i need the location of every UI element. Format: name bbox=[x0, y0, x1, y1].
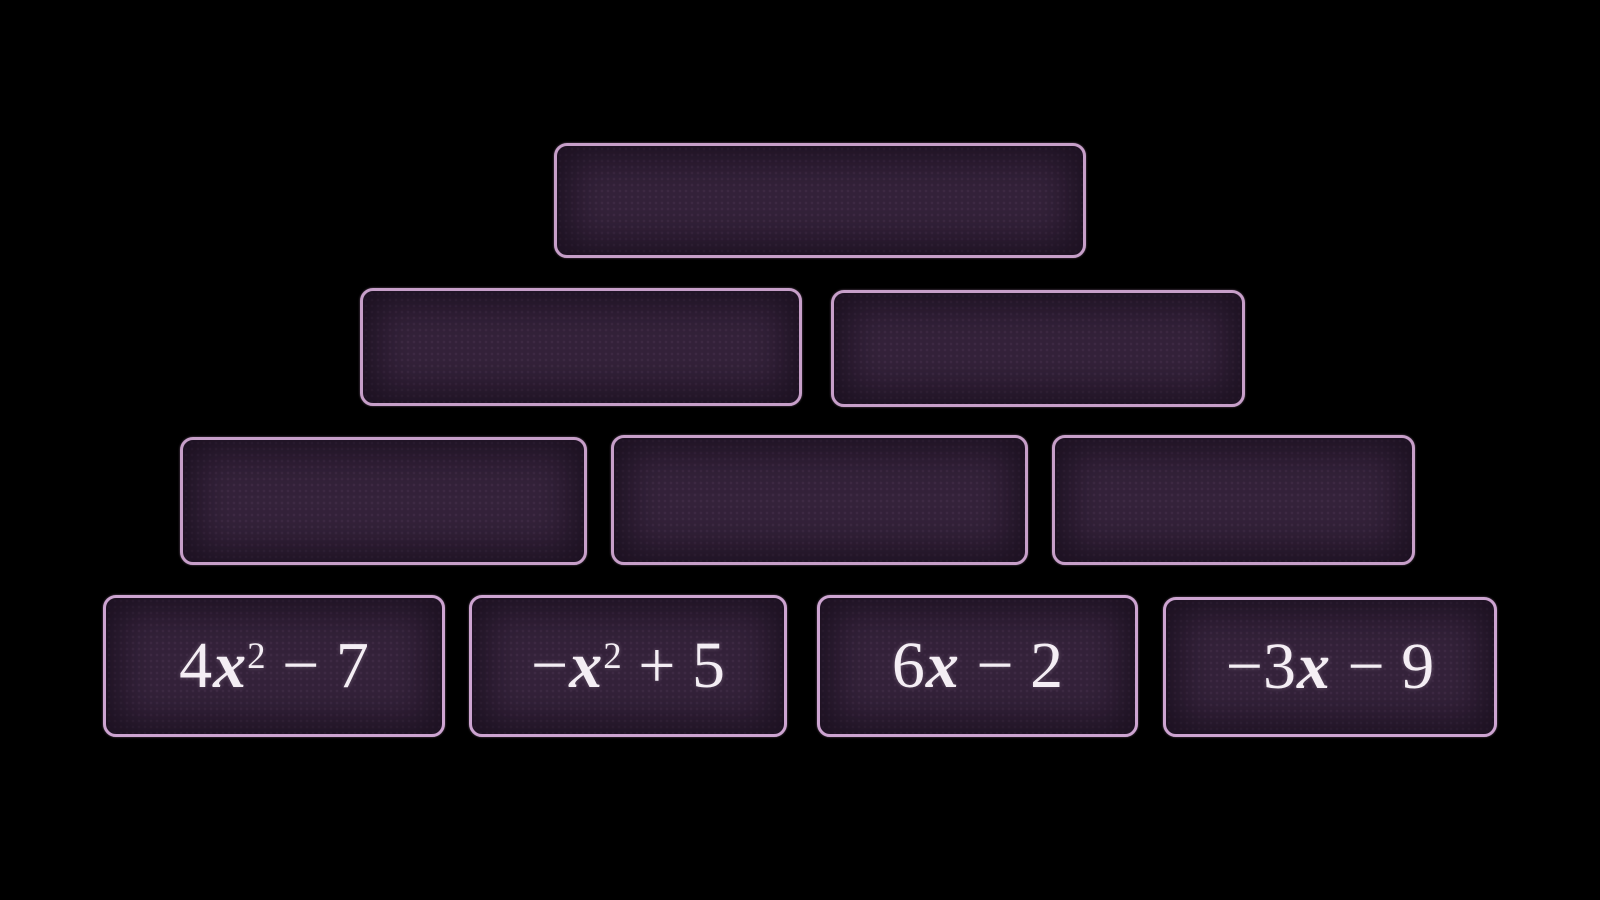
constant-term: + 5 bbox=[621, 629, 725, 702]
variable-x: x bbox=[1297, 630, 1330, 703]
exponent: 2 bbox=[603, 635, 622, 677]
expression-text: −x2 + 5 bbox=[531, 633, 725, 699]
pyramid-cell-empty-r2c2[interactable] bbox=[831, 290, 1245, 407]
coefficient: −3 bbox=[1225, 630, 1296, 703]
expression-text: 6x − 2 bbox=[892, 633, 1063, 699]
expression-card-r4c2[interactable]: −x2 + 5 bbox=[469, 595, 787, 737]
expression-text: 4x2 − 7 bbox=[179, 633, 369, 699]
pyramid-cell-empty-r3c1[interactable] bbox=[180, 437, 587, 565]
constant-term: − 7 bbox=[265, 629, 369, 702]
expression-card-r4c4[interactable]: −3x − 9 bbox=[1163, 597, 1497, 737]
variable-x: x bbox=[569, 629, 603, 702]
pyramid-cell-empty-r1c1[interactable] bbox=[554, 143, 1086, 258]
expression-text: −3x − 9 bbox=[1226, 634, 1434, 700]
exponent: 2 bbox=[247, 635, 266, 677]
pyramid-cell-empty-r3c2[interactable] bbox=[611, 435, 1028, 565]
variable-x: x bbox=[925, 629, 959, 702]
pyramid-cell-empty-r2c1[interactable] bbox=[360, 288, 802, 406]
pyramid-cell-empty-r3c3[interactable] bbox=[1052, 435, 1415, 565]
expression-card-r4c3[interactable]: 6x − 2 bbox=[817, 595, 1138, 737]
coefficient: − bbox=[531, 629, 569, 702]
expression-card-r4c1[interactable]: 4x2 − 7 bbox=[103, 595, 445, 737]
variable-x: x bbox=[213, 629, 247, 702]
coefficient: 6 bbox=[891, 629, 925, 702]
coefficient: 4 bbox=[179, 629, 213, 702]
constant-term: − 9 bbox=[1331, 630, 1435, 703]
constant-term: − 2 bbox=[959, 629, 1064, 702]
